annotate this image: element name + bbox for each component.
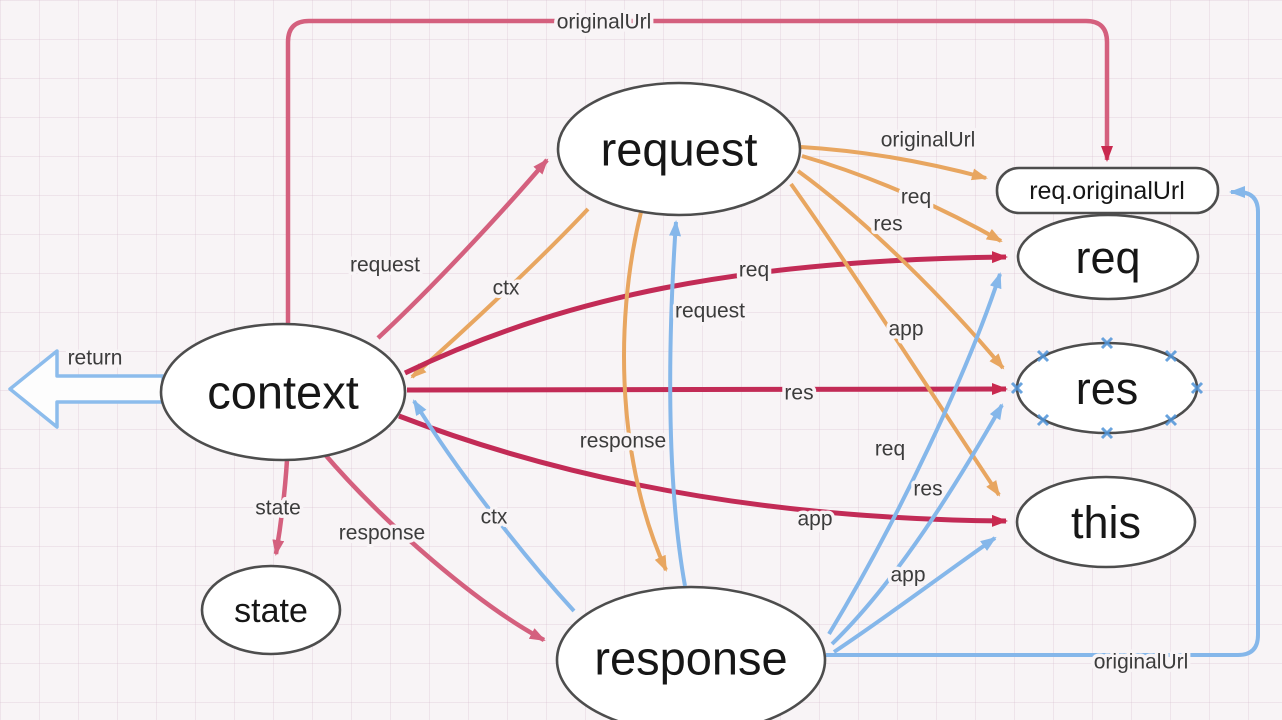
- edge-label-context-to-req-originalurl[interactable]: originalUrl: [553, 7, 655, 37]
- edge-context-to-req[interactable]: [403, 251, 1008, 376]
- node-req-originalurl[interactable]: [995, 166, 1220, 215]
- edge-response-to-req-originalurl[interactable]: [826, 186, 1260, 657]
- node-response[interactable]: [555, 585, 827, 720]
- edge-context-to-request[interactable]: [376, 158, 549, 340]
- edge-request-to-req[interactable]: [801, 154, 1003, 243]
- selection-handle[interactable]: [1010, 381, 1024, 395]
- node-req-label: req: [1075, 232, 1140, 283]
- return-arrow-label: return: [68, 346, 123, 369]
- node-context[interactable]: [159, 322, 407, 462]
- edge-response-to-res[interactable]: [830, 403, 1004, 646]
- edge-label-request-to-response[interactable]: response: [576, 426, 669, 456]
- edge-request-to-res[interactable]: [796, 169, 1005, 370]
- node-request[interactable]: [556, 81, 802, 217]
- edge-label-context-to-this[interactable]: app: [794, 504, 836, 534]
- edge-label-response-to-context[interactable]: ctx: [477, 502, 511, 532]
- selection-handles-res: [1010, 336, 1204, 440]
- selection-handle[interactable]: [1190, 381, 1204, 395]
- return-arrow[interactable]: [8, 349, 165, 429]
- edge-label-request-to-res[interactable]: res: [870, 209, 906, 239]
- node-state[interactable]: [200, 564, 342, 656]
- edge-label-context-to-request[interactable]: request: [346, 250, 423, 280]
- edges-layer: [272, 18, 1260, 657]
- edge-response-to-req[interactable]: [827, 272, 1002, 636]
- selection-handle[interactable]: [1164, 413, 1178, 427]
- nodes-layer: [159, 81, 1220, 720]
- selection-handle[interactable]: [1036, 413, 1050, 427]
- edge-label-context-to-req[interactable]: req: [735, 255, 772, 285]
- node-this-label: this: [1071, 497, 1141, 548]
- node-state-label: state: [234, 592, 308, 630]
- edge-label-request-to-req-originalurl[interactable]: originalUrl: [877, 125, 979, 155]
- edge-label-context-to-response[interactable]: response: [335, 518, 428, 548]
- edge-request-to-this[interactable]: [789, 182, 1001, 497]
- edge-label-response-to-req[interactable]: req: [871, 434, 908, 464]
- node-request-label: request: [601, 122, 758, 175]
- edge-request-to-req-originalurl[interactable]: [800, 145, 988, 181]
- edge-context-to-res[interactable]: [406, 383, 1008, 396]
- node-req[interactable]: [1016, 213, 1200, 301]
- selection-handle[interactable]: [1100, 336, 1114, 350]
- node-req-originalurl-label: req.originalUrl: [1029, 177, 1185, 205]
- edge-response-to-request[interactable]: [668, 220, 687, 587]
- edge-labels-layer: originalUrl request ctx req res app stat…: [64, 7, 1192, 677]
- selection-handle[interactable]: [1100, 426, 1114, 440]
- edge-context-to-response[interactable]: [320, 449, 546, 642]
- edge-context-to-req-originalurl[interactable]: [285, 18, 1113, 328]
- edge-request-to-response[interactable]: [622, 211, 668, 572]
- edge-label-response-to-req-originalurl[interactable]: originalUrl: [1090, 647, 1192, 677]
- edge-label-context-to-state[interactable]: state: [252, 493, 305, 523]
- edge-label-response-to-res[interactable]: res: [910, 474, 946, 504]
- edge-label-request-to-context[interactable]: ctx: [489, 273, 523, 303]
- node-context-label: context: [207, 365, 359, 418]
- node-response-label: response: [594, 631, 787, 684]
- selection-handle[interactable]: [1164, 349, 1178, 363]
- edge-label-response-to-request[interactable]: request: [671, 296, 748, 326]
- selection-handle[interactable]: [1036, 349, 1050, 363]
- edge-context-to-this[interactable]: [398, 413, 1008, 527]
- edge-response-to-this[interactable]: [832, 536, 997, 654]
- edge-label-request-to-req[interactable]: req: [897, 182, 934, 212]
- edge-label-request-to-this[interactable]: app: [885, 314, 927, 344]
- edge-response-to-context[interactable]: [412, 399, 576, 613]
- node-this[interactable]: [1015, 475, 1197, 569]
- edge-label-context-to-res[interactable]: res: [781, 378, 817, 408]
- edge-label-response-to-this[interactable]: app: [887, 560, 929, 590]
- node-labels-layer: context request response req res this st…: [207, 122, 1185, 684]
- edge-context-to-state[interactable]: [272, 459, 290, 556]
- node-res-label: res: [1076, 363, 1139, 414]
